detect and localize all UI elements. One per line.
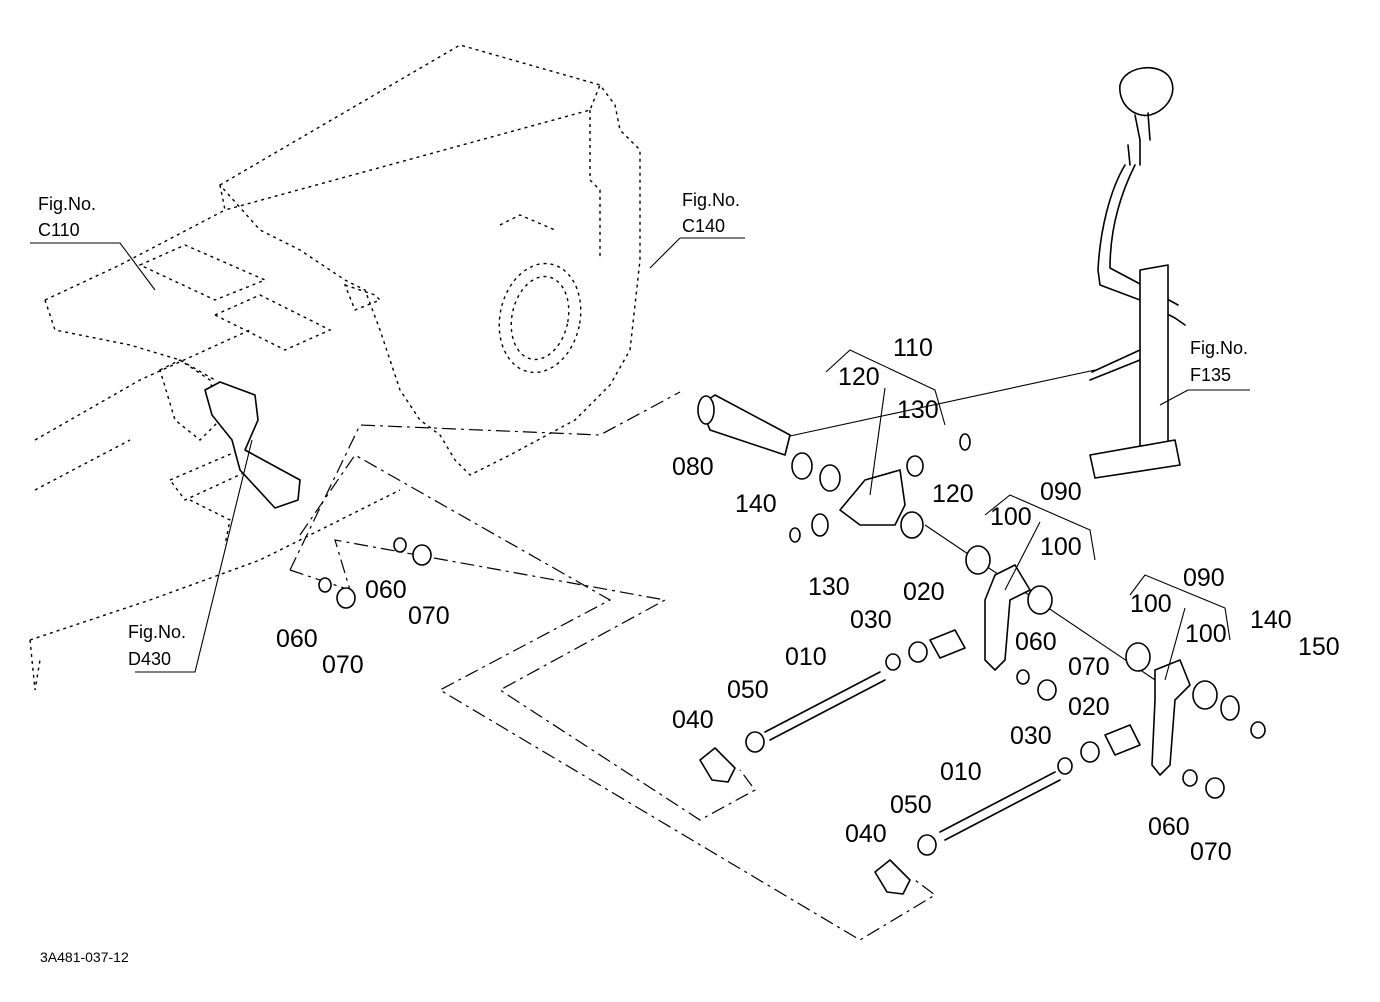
- callout: 050: [727, 676, 769, 704]
- callout: 040: [845, 820, 887, 848]
- callout: 120: [838, 363, 880, 391]
- callout: 140: [735, 490, 777, 518]
- callout: 100: [1130, 590, 1172, 618]
- callout: 070: [1190, 838, 1232, 866]
- figure-ref-f135: Fig.No. F135: [1190, 338, 1248, 385]
- callout: 140: [1250, 606, 1292, 634]
- svg-text:D430: D430: [128, 649, 171, 669]
- callout: 060: [1015, 628, 1057, 656]
- callout: 070: [408, 602, 450, 630]
- lower-arm-assembly: [1057, 642, 1266, 799]
- callout: 120: [932, 480, 974, 508]
- callout: 050: [890, 791, 932, 819]
- svg-text:Fig.No.: Fig.No.: [128, 622, 186, 642]
- callout: 030: [850, 606, 892, 634]
- callout: 100: [990, 503, 1032, 531]
- pivot-shaft-assembly: [697, 369, 1171, 691]
- leader-lines: [30, 237, 1250, 681]
- callout: 110: [893, 334, 933, 362]
- transmission-housing-outline: [29, 44, 641, 691]
- assembly-boundary-lines: [289, 391, 937, 941]
- callout: 100: [1040, 533, 1082, 561]
- figure-ref-c110: Fig.No. C110: [38, 194, 96, 240]
- callout: 010: [785, 643, 827, 671]
- shift-lever: [1089, 66, 1186, 479]
- callout: 020: [903, 578, 945, 606]
- part-callouts: 110 120 130 080 140 130 120 090 100 100 …: [276, 334, 1340, 866]
- callout: 100: [1185, 620, 1227, 648]
- callout: 060: [365, 576, 407, 604]
- callout: 070: [322, 651, 364, 679]
- svg-text:Fig.No.: Fig.No.: [38, 194, 96, 214]
- callout: 080: [672, 453, 714, 481]
- svg-text:Fig.No.: Fig.No.: [682, 190, 740, 210]
- figure-ref-d430: Fig.No. D430: [128, 622, 186, 669]
- callout: 060: [1148, 813, 1190, 841]
- callout: 130: [808, 573, 850, 601]
- svg-text:Fig.No.: Fig.No.: [1190, 338, 1248, 358]
- upper-arm-assembly: [885, 545, 1057, 701]
- callout: 090: [1183, 564, 1225, 592]
- callout: 130: [897, 396, 939, 424]
- callout: 040: [672, 706, 714, 734]
- callout: 090: [1040, 478, 1082, 506]
- svg-text:C140: C140: [682, 216, 725, 236]
- callout: 060: [276, 625, 318, 653]
- svg-text:C110: C110: [38, 220, 80, 240]
- figure-ref-c140: Fig.No. C140: [682, 190, 740, 236]
- svg-text:F135: F135: [1190, 365, 1231, 385]
- callout: 030: [1010, 722, 1052, 750]
- left-arm-assembly: [204, 381, 432, 609]
- callout: 020: [1068, 693, 1110, 721]
- callout: 010: [940, 758, 982, 786]
- callout: 070: [1068, 653, 1110, 681]
- linkage-rods: [699, 671, 1061, 895]
- callout: 150: [1298, 633, 1340, 661]
- drawing-code: 3A481-037-12: [40, 949, 129, 965]
